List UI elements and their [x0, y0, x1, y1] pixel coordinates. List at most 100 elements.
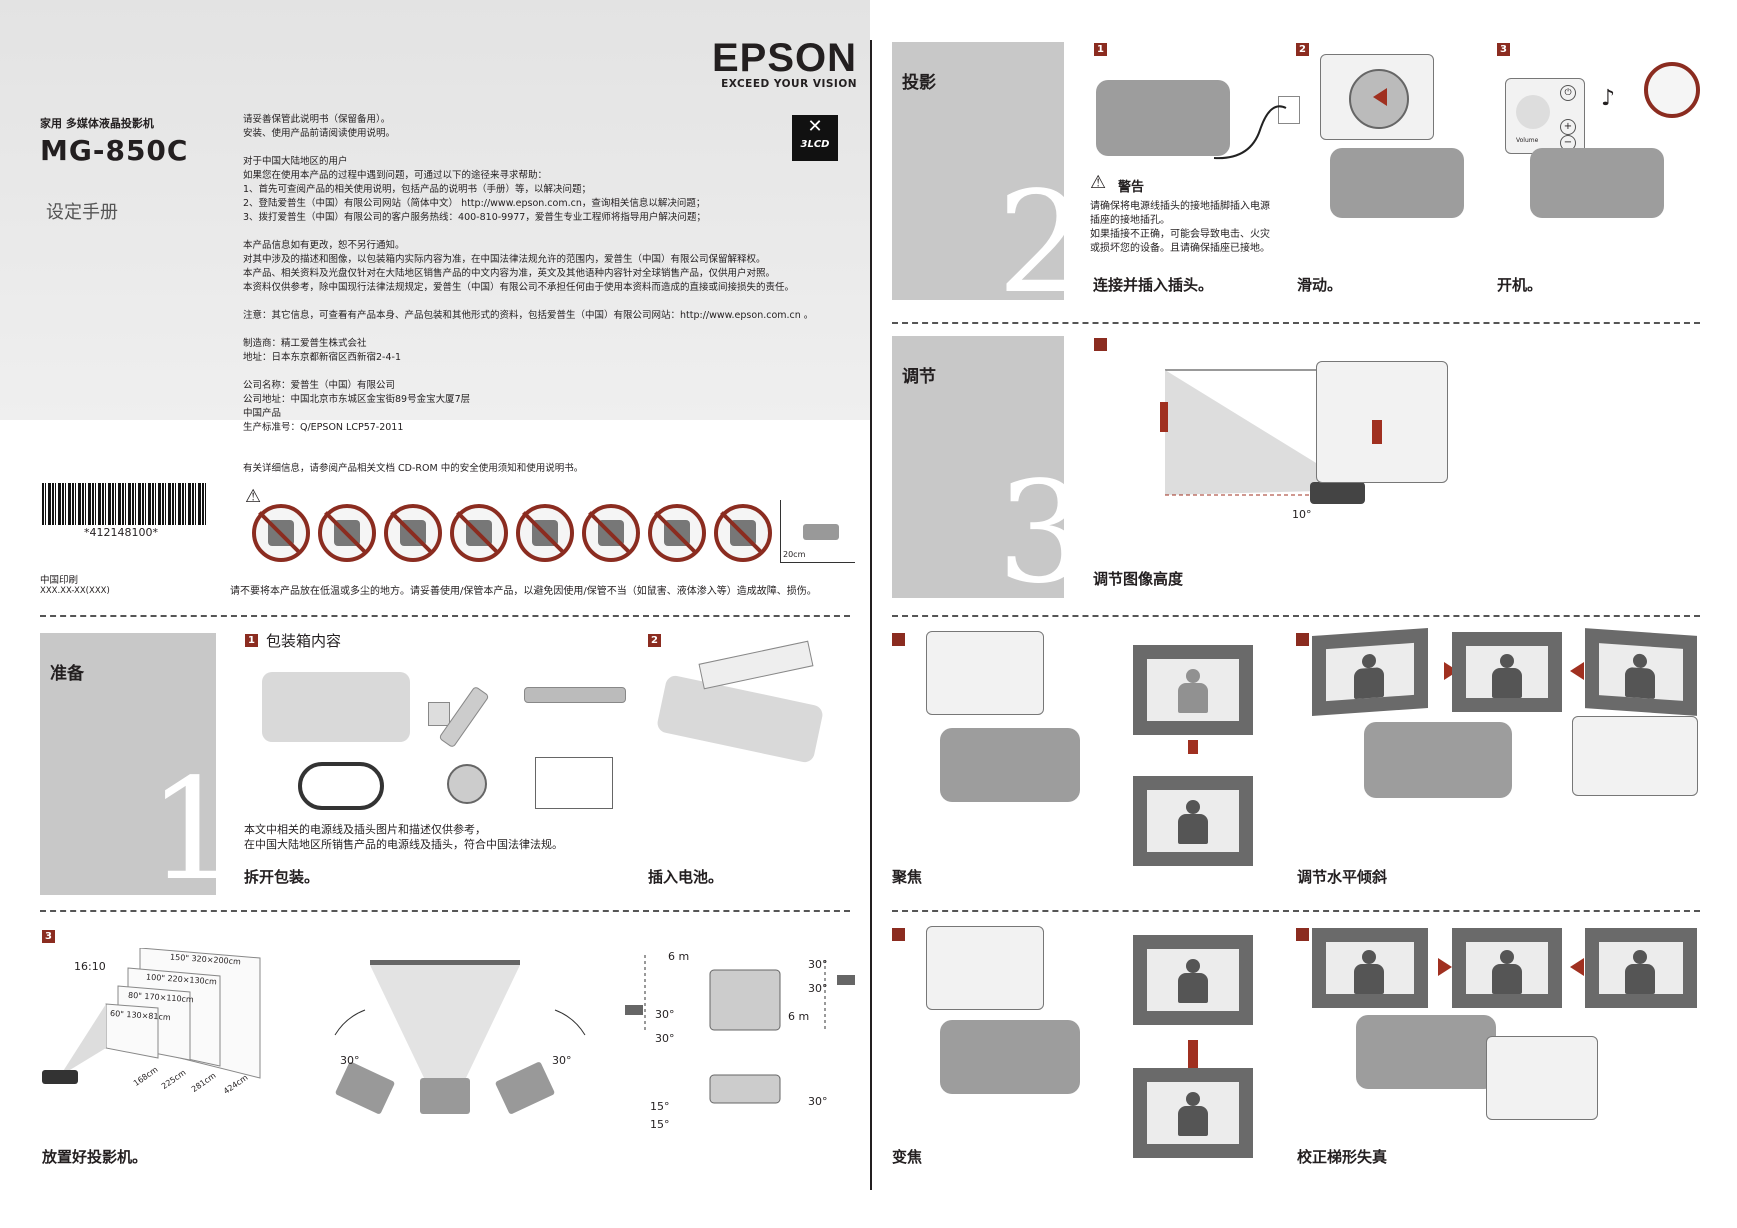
step3-number: 3: [997, 452, 1087, 615]
step3-title: 调节: [902, 367, 936, 387]
volume-up-icon[interactable]: +: [1560, 119, 1576, 135]
tilted-screen-right: [1585, 628, 1697, 716]
intro-text: 请妥善保管此说明书（保留备用）。 安装、使用产品前请阅读使用说明。 对于中国大陆…: [243, 113, 813, 435]
caption-place: 放置好投影机。: [42, 1148, 148, 1166]
vent-icon: [625, 1005, 643, 1015]
intro-line: 对其中涉及的描述和图像，以包装箱内实际内容为准，在中国法律法规允许的范围内，爱普…: [243, 254, 766, 265]
angle-label: 30°: [655, 1032, 675, 1045]
up-arrow-icon: [1372, 420, 1382, 444]
power-cord-line: [1213, 105, 1287, 160]
epson-logo: EPSON EXCEED YOUR VISION: [712, 38, 857, 90]
cd-rom-illustration: [447, 764, 487, 804]
projector-illustration: [1096, 80, 1230, 156]
step1-title: 准备: [50, 664, 84, 684]
projector-icon: [420, 1078, 470, 1114]
brand-logo-text: EPSON: [712, 36, 858, 80]
ceiling-bar: [370, 960, 520, 965]
lens-cover-zoom: [1320, 54, 1434, 140]
sub-number: 1: [1094, 43, 1107, 56]
storage-warning: 请不要将本产品放在低温或多尘的地方。请妥善使用/保管本产品，以避免因使用/保管不…: [230, 586, 817, 597]
clearance-label: 20cm: [783, 550, 806, 559]
intro-line: 请妥善保管此说明书（保留备用）。: [243, 114, 391, 125]
no-heat-icon: [318, 504, 376, 562]
batteries-illustration: [428, 702, 450, 726]
small-screen: [1133, 935, 1253, 1025]
intro-line: 地址：日本东京都新宿区西新宿2-4-1: [243, 352, 401, 363]
divider: [892, 322, 1700, 324]
divider: [892, 615, 1700, 617]
no-steam-icon: [516, 504, 574, 562]
down-arrow-icon: [1188, 740, 1198, 754]
tilted-screen-left: [1312, 627, 1428, 717]
3lcd-badge: ✕ 3LCD: [792, 115, 838, 161]
projector-illustration: [262, 672, 410, 742]
finger-icon: [1516, 95, 1550, 129]
level-screen: [1452, 632, 1562, 712]
distance-label: 6 m: [668, 950, 690, 963]
rear-foot-zoom: [1572, 716, 1698, 796]
divider: [40, 910, 850, 912]
print-code: XXX.XX-XX(XXX): [40, 586, 110, 596]
print-note: 中国印刷: [40, 575, 79, 586]
caption-tilt: 调节水平倾斜: [1297, 868, 1388, 886]
control-panel-zoom: ⏻ + − Volume: [1505, 78, 1585, 154]
intro-line: 对于中国大陆地区的用户: [243, 156, 348, 167]
step1-number: 1: [148, 749, 238, 912]
angle-label: 15°: [650, 1118, 670, 1131]
light-cone: [1165, 370, 1360, 495]
projector-illustration: [1356, 1015, 1496, 1089]
sub-number: 3: [42, 930, 55, 943]
warning-triangle-icon: ⚠: [1090, 172, 1107, 193]
angle-label: 30°: [808, 1095, 828, 1108]
projector-illustration: [1330, 148, 1464, 218]
projector-icon: [42, 1070, 78, 1084]
safety-reference: 有关详细信息，请参阅产品相关文档 CD-ROM 中的安全使用须知和使用说明书。: [243, 463, 584, 474]
no-smoke-icon: [384, 504, 442, 562]
manual-illustration: [535, 757, 613, 809]
caption-plug: 连接并插入插头。: [1093, 276, 1214, 294]
sub-number: [1296, 633, 1309, 646]
wall-outlet-icon: [1278, 96, 1300, 124]
no-cable-pull-icon: [1644, 62, 1700, 118]
angle-label: 30°: [808, 958, 828, 971]
sub-number: [1094, 338, 1107, 351]
keystone-slider-zoom[interactable]: [1486, 1036, 1598, 1120]
arrow-left-icon: [1570, 662, 1584, 680]
projector-illustration: [1364, 722, 1512, 798]
remote-battery-illustration: [655, 674, 825, 764]
projector-icon: [335, 1062, 395, 1114]
caption-power-on: 开机。: [1497, 276, 1543, 294]
intro-line: 1、首先可查阅产品的相关使用说明，包括产品的说明书（手册）等，以解决问题；: [243, 184, 592, 195]
projector-icon: [709, 969, 781, 1031]
intro-line: 中国产品: [243, 408, 282, 419]
projector-icon: [709, 1074, 781, 1104]
throw-distance-diagram: [42, 948, 261, 1084]
music-note-icon: ♪: [1601, 86, 1616, 111]
sub-number: [1296, 928, 1309, 941]
power-button-icon[interactable]: ⏻: [1560, 85, 1576, 101]
step2-number: 2: [997, 162, 1087, 325]
sub-number: 2: [1296, 43, 1309, 56]
caption-height: 调节图像高度: [1093, 570, 1184, 588]
blurred-screen: [1133, 645, 1253, 735]
sub-number: 3: [1497, 43, 1510, 56]
power-cord-illustration: [298, 762, 384, 810]
distance-label: 6 m: [788, 1010, 810, 1023]
projector-icon: [495, 1062, 555, 1114]
projector-icon: [1310, 482, 1365, 504]
sub-number: 2: [648, 634, 661, 647]
projector-illustration: [940, 1020, 1080, 1094]
projector-icon: [803, 524, 839, 540]
keystone-screen-right: [1585, 928, 1697, 1008]
tilt-clearance-diagram: [625, 955, 855, 1104]
intro-line: 本产品、相关资料及光盘仅针对在大陆地区销售产品的中文内容为准，英文及其他语种内容…: [243, 268, 776, 279]
warning-text: 请确保将电源线插头的接地插脚插入电源 插座的接地插孔。 如果插接不正确，可能会导…: [1090, 201, 1270, 254]
cord-note-line: 本文中相关的电源线及插头图片和描述仅供参考，: [244, 823, 486, 836]
warning-title: 警告: [1118, 180, 1145, 195]
box-contents-title: 包装箱内容: [266, 632, 342, 650]
focused-screen: [1133, 776, 1253, 866]
caption-battery: 插入电池。: [648, 868, 724, 886]
intro-line: 注意：其它信息，可查看有产品本身、产品包装和其他形式的资料，包括爱普生（中国）有…: [243, 310, 814, 321]
zoom-ring-zoom: [926, 926, 1044, 1010]
step2-title: 投影: [902, 73, 936, 93]
